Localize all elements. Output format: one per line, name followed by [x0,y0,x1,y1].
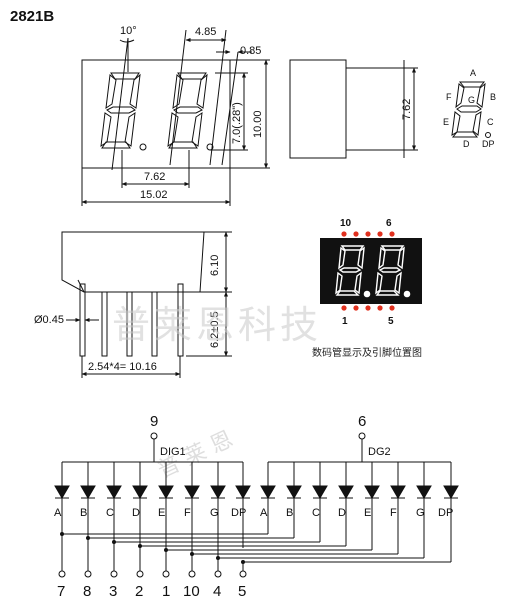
pin-dots-bottom [341,305,395,311]
seg-pin-4: 4 [213,583,221,600]
front-digit-2 [167,72,214,151]
seg-label-g-2: G [416,507,425,519]
common-pin-6: 6 [358,413,366,430]
seg-label-c-1: C [106,507,114,519]
seg-pin-1: 1 [162,583,170,600]
segment-legend [451,81,491,138]
seg-label-c-2: C [312,507,320,519]
seg-label-b-1: B [80,507,87,519]
watermark-main: 普莱恩科技 [112,303,322,347]
dim-seg-width: 4.85 [195,26,216,38]
circuit [54,432,459,578]
seg-pin-7: 7 [57,583,65,600]
seg-label-e-1: E [158,507,165,519]
display-digits [335,245,411,298]
legend-g: G [468,95,475,105]
seg-pin-2: 2 [135,583,143,600]
dim-pin-pitch: 2.54*4= 10.16 [88,361,157,373]
pin-label-10: 10 [340,218,352,229]
seg-label-dp-2: DP [438,507,453,519]
front-view-body [81,59,231,169]
seg-label-d-2: D [338,507,346,519]
side-view-body [289,59,347,159]
front-view [81,29,270,206]
seg-label-g-1: G [210,507,219,519]
dim-angle: 10° [120,25,137,37]
dim-digit-pitch: 7.62 [144,171,165,183]
legend-b: B [490,92,496,102]
seg-pin-5: 5 [238,583,246,600]
segment-pin-leads [58,548,247,578]
seg-label-a-2: A [260,507,268,519]
dim-stroke: 0.85 [240,45,261,57]
legend-a: A [470,68,476,78]
pin-label-1: 1 [342,316,348,327]
common-label-dig1: DIG1 [160,446,186,458]
seg-label-dp-1: DP [231,507,246,519]
dim-height-total: 10.00 [252,110,264,138]
dim-digit-height: 7.0(.28") [231,102,243,144]
common-label-dg2: DG2 [368,446,391,458]
legend-f: F [446,92,452,102]
legend-c: C [487,117,494,127]
legend-d: D [463,139,470,149]
seg-label-d-1: D [132,507,140,519]
seg-label-f-2: F [390,507,397,519]
dim-row-spacing: 7.62 [401,99,413,120]
pin-layout-caption: 数码管显示及引脚位置图 [312,346,422,359]
pin-label-5: 5 [388,316,394,327]
pin-view-body [61,231,205,293]
seg-label-b-2: B [286,507,293,519]
dim-width-total: 15.02 [140,189,168,201]
part-number: 2821B [10,8,55,25]
pin-layout [320,231,422,311]
pin-dots-top [341,231,395,237]
diodes-dig1 [54,462,251,548]
common-pin-9: 9 [150,413,158,430]
front-digit-1 [100,72,147,151]
seg-label-a-1: A [54,507,62,519]
seg-label-e-2: E [364,507,371,519]
side-view [289,59,418,159]
seg-pin-3: 3 [109,583,117,600]
seg-pin-8: 8 [83,583,91,600]
seg-pin-10: 10 [183,583,200,600]
seg-label-f-1: F [184,507,191,519]
pin-label-6: 6 [386,218,392,229]
dim-pin-diameter: Ø0.45 [34,314,64,326]
diodes-dig2 [260,462,459,562]
dim-body-height: 6.10 [209,255,221,276]
cross-wires [62,533,451,563]
legend-e: E [443,117,449,127]
legend-dp: DP [482,139,495,149]
pin-view [61,231,232,378]
dim-pin-length: 6.2±0.5 [209,311,221,348]
